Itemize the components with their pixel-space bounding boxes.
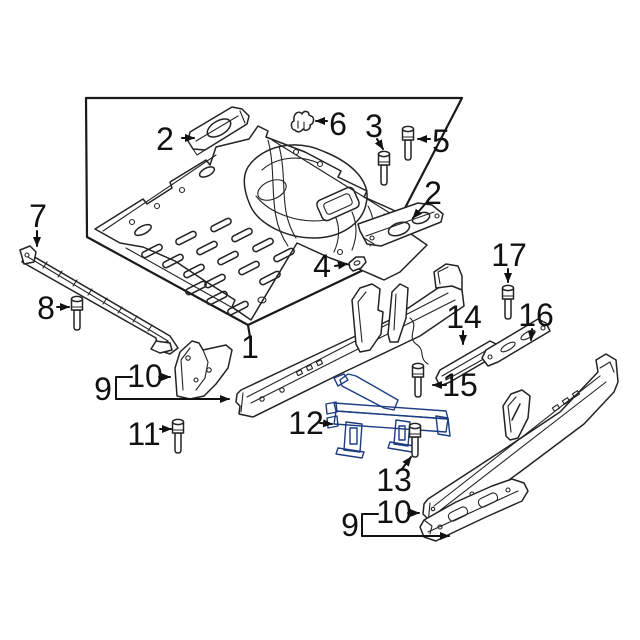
frame-box — [84, 96, 464, 339]
callout-3: 3 — [365, 108, 383, 144]
callout-8: 8 — [37, 290, 55, 326]
callout-9-left: 9 — [94, 371, 112, 407]
part-clip-6 — [290, 110, 315, 133]
callout-9-bottom: 9 — [341, 507, 359, 543]
bolt-15 — [411, 362, 425, 398]
part-clip-4 — [348, 256, 367, 272]
callout-2-right: 2 — [424, 175, 442, 211]
part-crossmember-12-highlighted — [325, 373, 451, 459]
part-bracket-2-top — [187, 106, 250, 156]
callout-10-bottom: 10 — [376, 494, 412, 530]
bolt-5 — [401, 125, 415, 161]
callout-5: 5 — [432, 123, 450, 159]
part-bracket-10-left — [150, 340, 233, 400]
callout-17: 17 — [491, 237, 527, 273]
callout-11: 11 — [127, 416, 160, 452]
bolt-8 — [70, 295, 84, 331]
bolt-3 — [377, 150, 391, 186]
callout-12: 12 — [288, 405, 324, 441]
part-rail-left — [235, 263, 465, 418]
callout-7: 7 — [29, 198, 47, 234]
floor-pan-ribs — [141, 217, 295, 316]
callout-14: 14 — [446, 299, 482, 335]
callout-10-left: 10 — [127, 358, 163, 394]
callout-13: 13 — [376, 462, 412, 498]
bolt-17 — [501, 284, 515, 320]
callout-leaders — [33, 117, 536, 540]
callout-16: 16 — [518, 297, 554, 333]
callout-15: 15 — [442, 367, 478, 403]
callout-1: 1 — [241, 329, 259, 365]
callout-6: 6 — [329, 106, 347, 142]
callout-4: 4 — [313, 248, 331, 284]
bolt-11 — [171, 418, 185, 454]
part-rail-right — [422, 353, 619, 529]
part-bracket-10-bottom — [419, 478, 529, 542]
callout-2-top: 2 — [156, 121, 174, 157]
